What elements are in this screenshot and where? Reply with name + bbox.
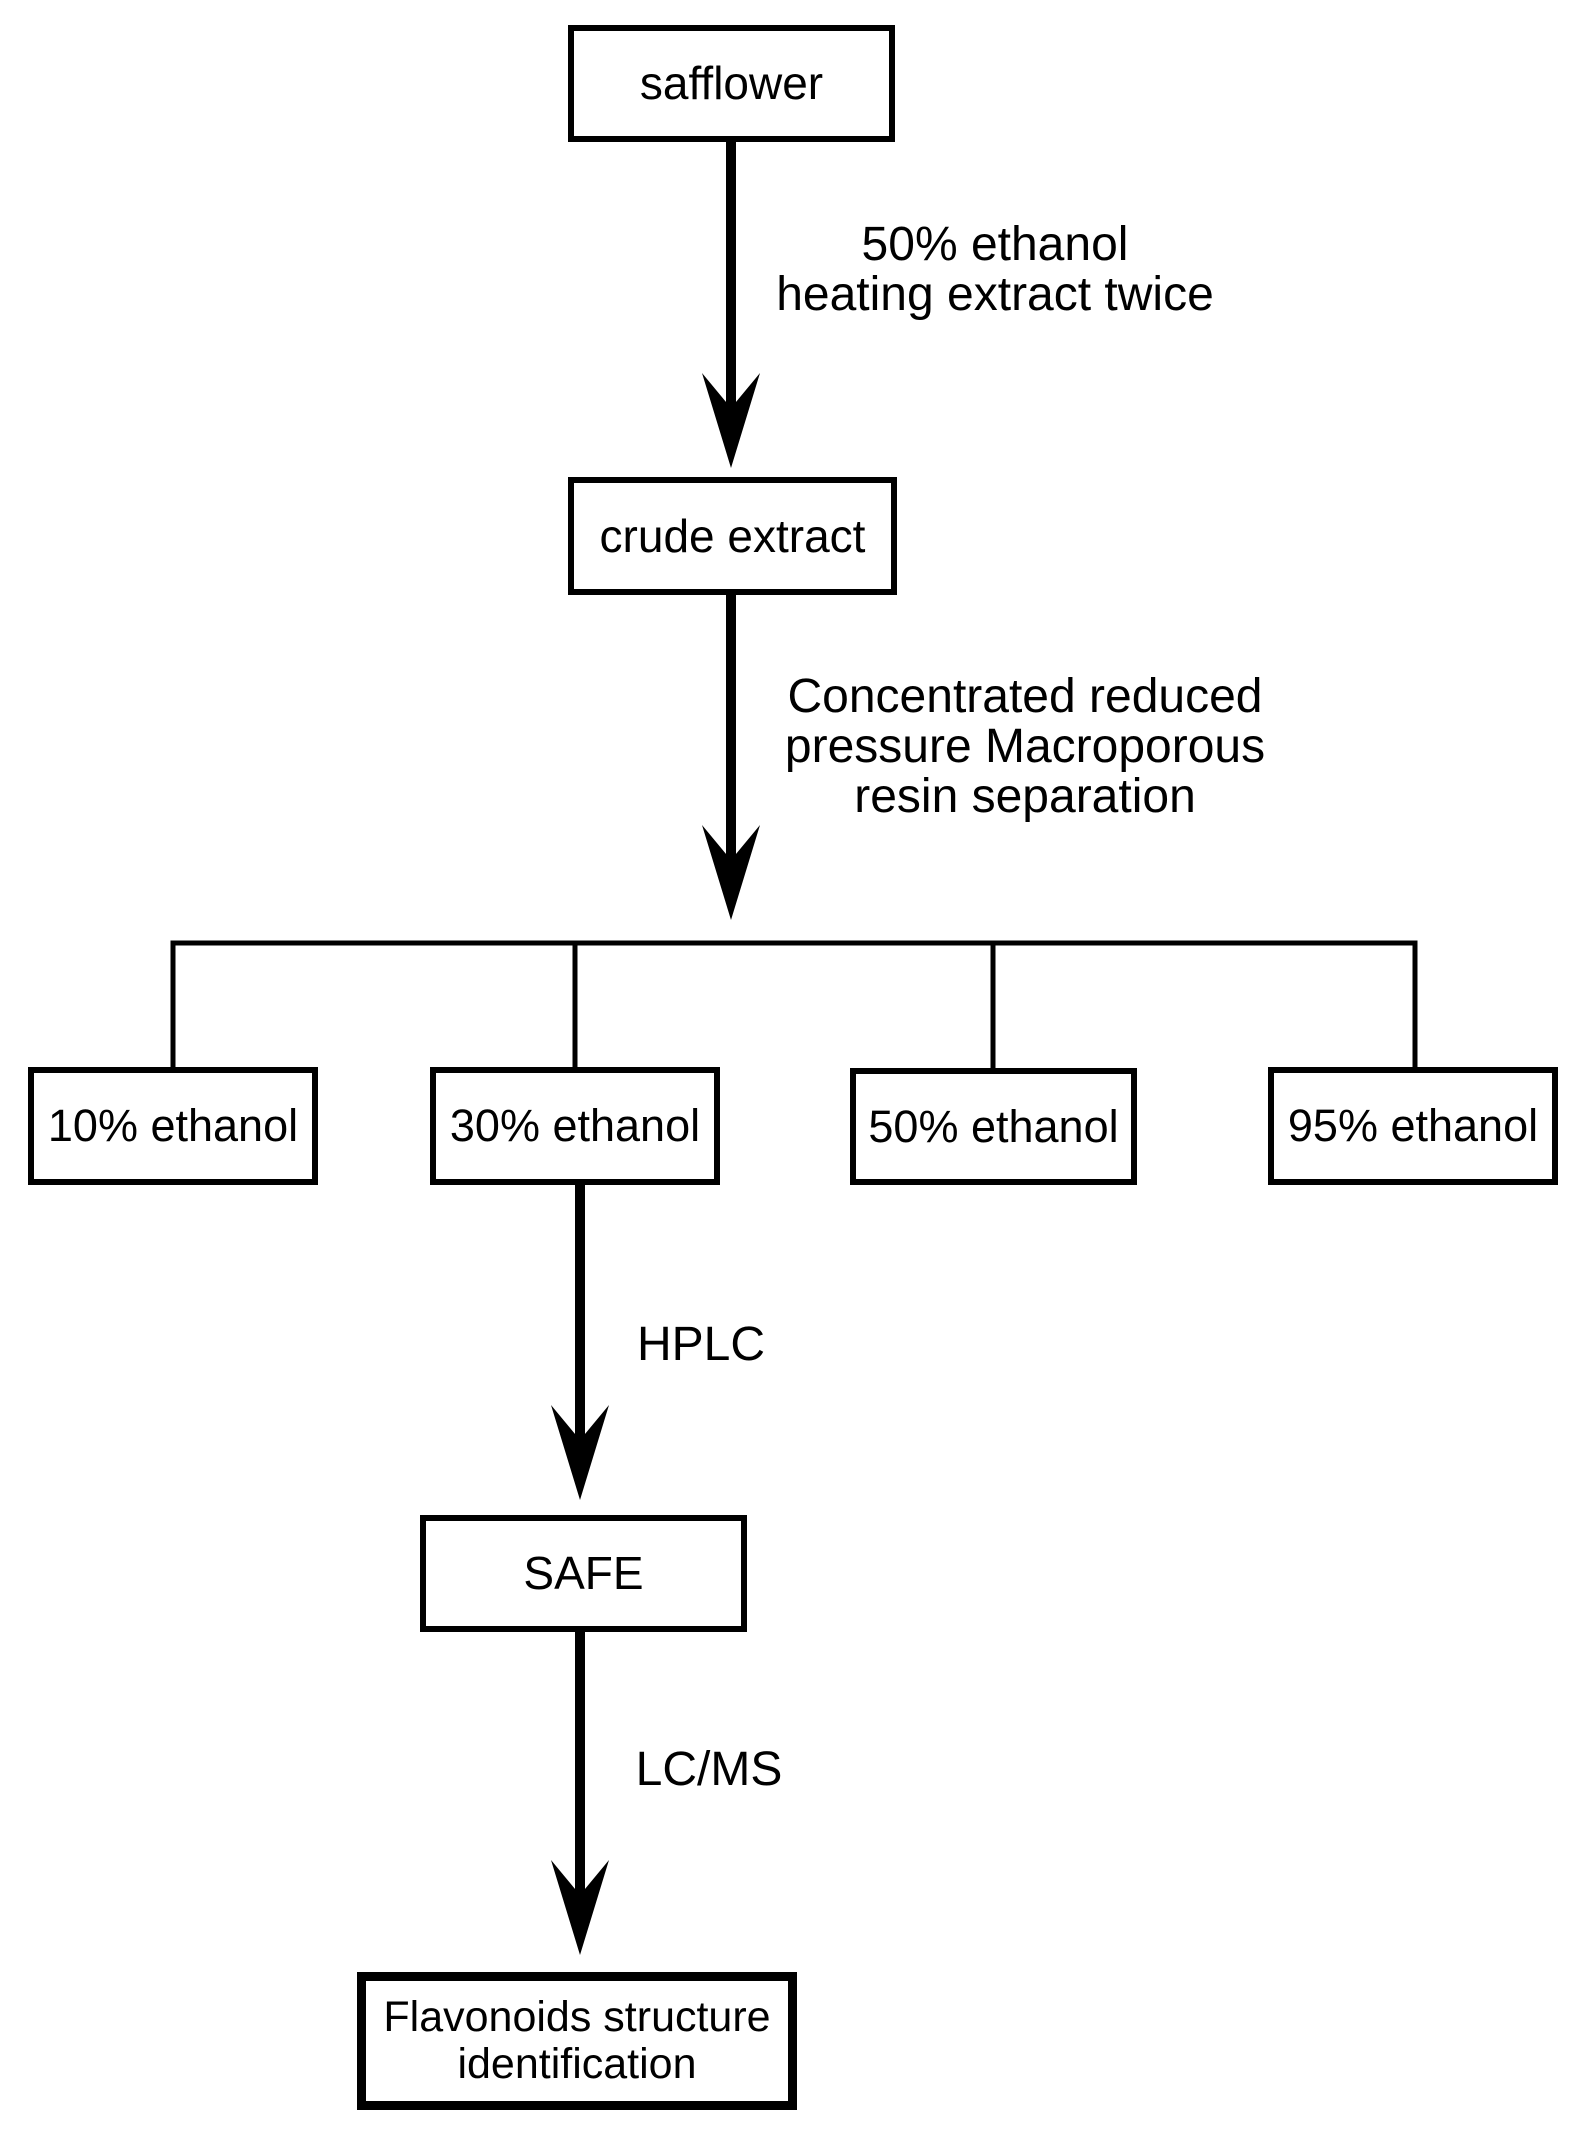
node-ethanol-10-label: 10% ethanol [47,1100,299,1152]
node-ethanol-50: 50% ethanol [850,1068,1137,1185]
edge-label-separation-line2: pressure Macroporous [784,720,1266,773]
node-flavonoids-label: Flavonoids structure identification [383,1992,771,2089]
node-ethanol-30: 30% ethanol [430,1067,720,1185]
branch-connector-tree [170,940,1418,1070]
edge-label-separation-line3: resin separation [854,770,1196,823]
edge-label-hplc: HPLC [636,1318,766,1371]
edge-label-extraction: 50% ethanol heating extract twice [745,220,1245,320]
node-crude-extract: crude extract [568,477,897,595]
node-ethanol-10: 10% ethanol [28,1067,318,1185]
node-flavonoids-label-line1: Flavonoids structure [383,1992,771,2041]
node-flavonoids-label-line2: identification [457,2040,697,2088]
edge-label-separation-line1: Concentrated reduced [787,670,1263,723]
arrow-ethanol30-to-safe [551,1183,609,1500]
arrow-crude-extract-to-branches [702,593,760,920]
edge-label-separation: Concentrated reduced pressure Macroporou… [765,672,1285,822]
edge-label-extraction-line1: 50% ethanol [861,218,1129,271]
node-safflower-label: safflower [639,57,824,110]
arrow-safe-to-flavonoids [551,1630,609,1955]
node-safflower: safflower [568,25,895,142]
node-safe: SAFE [420,1515,747,1632]
node-ethanol-50-label: 50% ethanol [868,1100,1119,1152]
node-ethanol-95: 95% ethanol [1268,1067,1558,1185]
node-safe-label: SAFE [523,1547,644,1600]
node-ethanol-30-label: 30% ethanol [449,1100,701,1152]
edge-label-lcms: LC/MS [635,1743,783,1796]
node-flavonoids-identification: Flavonoids structure identification [357,1972,797,2110]
arrow-safflower-to-crude-extract [702,140,760,468]
node-crude-extract-label: crude extract [599,509,866,562]
node-ethanol-95-label: 95% ethanol [1287,1100,1539,1152]
edge-label-extraction-line2: heating extract twice [776,268,1214,321]
